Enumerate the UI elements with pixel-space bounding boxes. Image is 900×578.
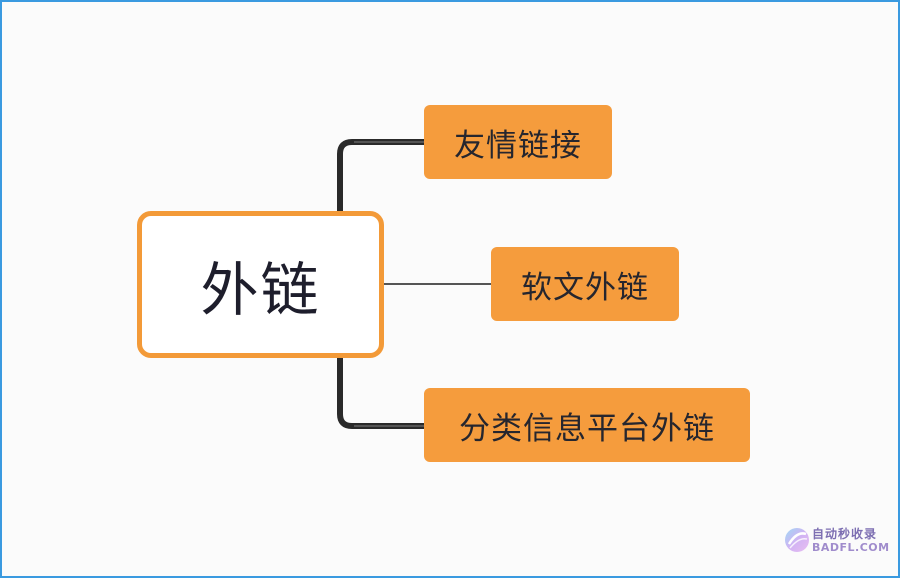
root-node: 外链 — [137, 211, 384, 358]
watermark-text-en: BADFL.COM — [812, 541, 890, 554]
child-node-label: 软文外链 — [521, 269, 649, 306]
child-node-label: 友情链接 — [454, 127, 582, 164]
trunk-lower — [337, 358, 424, 429]
watermark: 自动秒收录 BADFL.COM — [782, 523, 892, 563]
watermark-logo-icon — [785, 528, 809, 552]
watermark-text-cn: 自动秒收录 — [812, 527, 878, 541]
child-node-3: 分类信息平台外链 — [424, 388, 750, 462]
child-node-1: 友情链接 — [424, 105, 612, 179]
root-node-label: 外链 — [200, 255, 321, 324]
trunk-upper — [337, 139, 424, 211]
child-node-2: 软文外链 — [491, 247, 679, 321]
child-node-label: 分类信息平台外链 — [459, 410, 715, 447]
